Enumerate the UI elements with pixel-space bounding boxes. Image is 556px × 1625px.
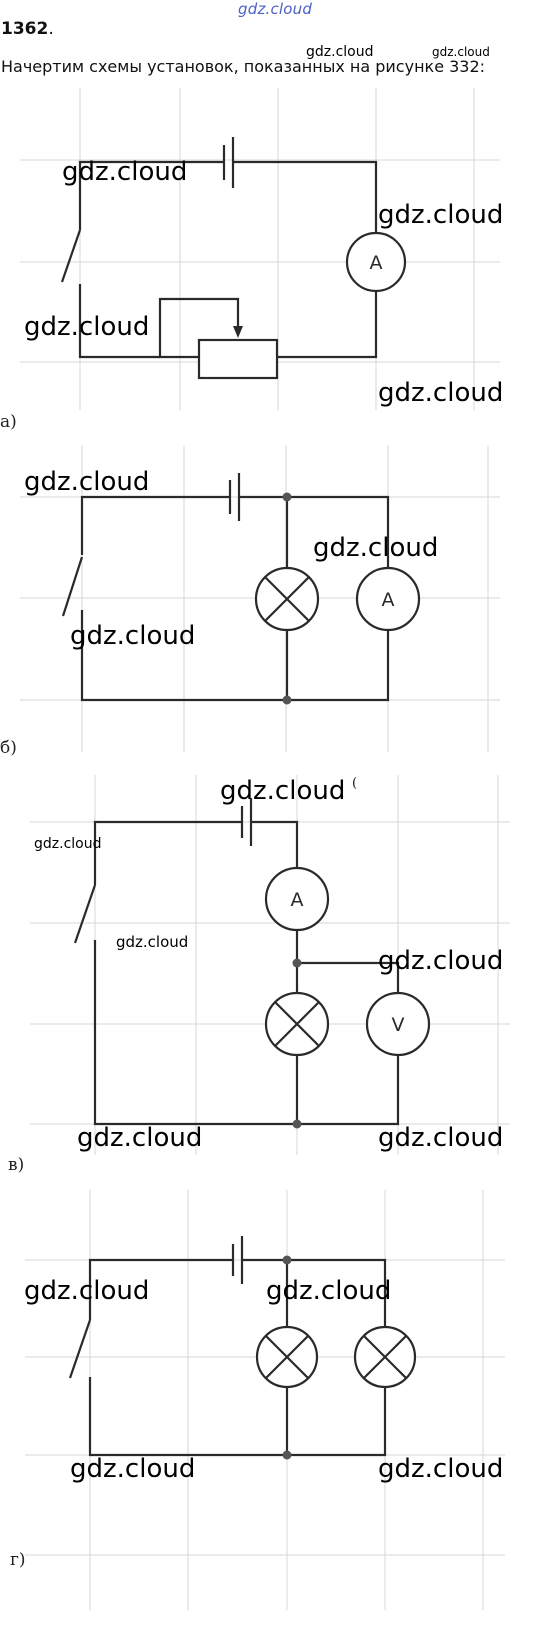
circuit-wires (78, 160, 378, 359)
junction-node (292, 1119, 302, 1129)
watermark: gdz.cloud (432, 45, 490, 59)
lamp-symbol (353, 1325, 417, 1389)
battery-symbol (222, 137, 235, 188)
problem-number: 1362. (1, 19, 54, 39)
watermark: gdz.cloud (34, 836, 102, 852)
watermark: gdz.cloud (62, 157, 188, 187)
ammeter-symbol (345, 231, 407, 293)
watermark: gdz.cloud (378, 378, 504, 408)
watermark: gdz.cloud (70, 1454, 196, 1484)
watermark: gdz.cloud (313, 533, 439, 563)
battery-symbol (228, 473, 241, 521)
stray-mark: ( (352, 776, 358, 791)
battery-symbol (240, 798, 253, 846)
voltmeter-symbol (365, 991, 431, 1057)
switch-open (68, 1319, 92, 1379)
watermark: gdz.cloud (70, 621, 196, 651)
battery-symbol (231, 1236, 244, 1284)
watermark: gdz.cloud (266, 1276, 392, 1306)
lamp-symbol (254, 566, 320, 632)
lamp-symbol (255, 1325, 319, 1389)
watermark: gdz.cloud (24, 1276, 150, 1306)
switch-open (60, 229, 82, 283)
rheostat-symbol (197, 338, 279, 380)
ammeter-label: A (370, 252, 383, 274)
watermark: gdz.cloud (24, 467, 150, 497)
junction-node (282, 695, 292, 705)
problem-number-suffix: . (48, 19, 54, 39)
rheostat-slider-arrow (233, 326, 243, 338)
watermark: gdz.cloud (378, 1123, 504, 1153)
junction-node (282, 1450, 292, 1460)
watermark: gdz.cloud (378, 946, 504, 976)
circuit-diagram-c: A V (30, 775, 510, 1155)
diagram-caption-a: а) (0, 412, 17, 432)
problem-number-value: 1362 (1, 19, 49, 39)
ammeter-symbol (355, 566, 421, 632)
watermark: gdz.cloud (24, 312, 150, 342)
diagram-caption-c: в) (8, 1155, 25, 1175)
watermark: gdz.cloud (116, 933, 189, 951)
ammeter-label: A (291, 889, 304, 911)
ammeter-symbol (264, 866, 330, 932)
junction-node (282, 1255, 292, 1265)
ammeter-label: A (382, 589, 395, 611)
junction-node (292, 958, 302, 968)
problem-statement: Начертим схемы установок, показанных на … (1, 57, 486, 76)
watermark: gdz.cloud (306, 44, 374, 60)
lamp-symbol (264, 991, 330, 1057)
watermark: gdz.cloud (378, 200, 504, 230)
switch-open (73, 884, 97, 944)
watermark: gdz.cloud (220, 776, 346, 806)
junction-node (282, 492, 292, 502)
diagram-caption-d: г) (10, 1550, 26, 1570)
circuit-diagram-b: A (20, 445, 500, 752)
watermark: gdz.cloud (77, 1123, 203, 1153)
diagram-caption-b: б) (0, 738, 17, 758)
circuit-wires (93, 820, 400, 1126)
voltmeter-label: V (392, 1014, 405, 1036)
switch-open (61, 556, 84, 617)
site-logo[interactable]: gdz.cloud (238, 0, 313, 18)
watermark: gdz.cloud (378, 1454, 504, 1484)
circuit-diagram-d (25, 1190, 505, 1610)
grid-background (25, 1190, 505, 1610)
circuit-diagram-a: A (20, 88, 500, 410)
